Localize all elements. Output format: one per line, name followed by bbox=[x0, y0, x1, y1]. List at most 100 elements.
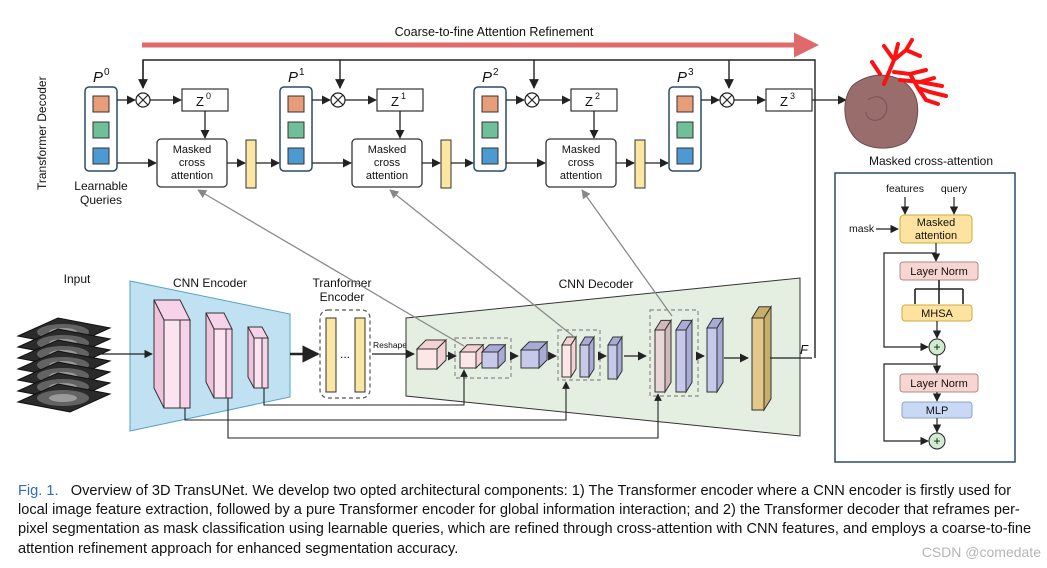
transformer-encoder-label-2: Encoder bbox=[320, 290, 365, 304]
z-index: 2 bbox=[595, 91, 600, 101]
z-box bbox=[765, 88, 813, 112]
decoder-slab-2 bbox=[579, 335, 595, 379]
decoder-slab-3 bbox=[607, 335, 623, 381]
transformer-layer-1 bbox=[325, 317, 337, 393]
reshape-label: Reshape bbox=[373, 340, 407, 350]
input-ct-volume bbox=[16, 317, 112, 413]
queries-label-1: Learnable bbox=[74, 179, 128, 193]
query-set-index: 0 bbox=[104, 67, 110, 78]
skip-connection-3 bbox=[263, 369, 468, 406]
decoder-cube-1 bbox=[415, 338, 448, 371]
query-set-label: P bbox=[288, 69, 298, 86]
decoder-output-slab bbox=[751, 305, 772, 412]
skip-connection-2 bbox=[227, 381, 570, 421]
layer-norm-1-label: Layer Norm bbox=[910, 266, 967, 278]
query-token-0 bbox=[676, 95, 694, 113]
z-box bbox=[376, 88, 424, 112]
svg-text:cross: cross bbox=[179, 157, 206, 169]
cnn-encoder-label: CNN Encoder bbox=[173, 276, 247, 290]
transformer-layer-2 bbox=[354, 317, 366, 393]
encoder-block-2 bbox=[205, 312, 233, 399]
svg-text:attention: attention bbox=[171, 170, 213, 182]
query-set-index: 3 bbox=[688, 67, 694, 78]
input-label: Input bbox=[64, 272, 91, 286]
z-label: Z bbox=[585, 94, 593, 109]
svg-text:attention: attention bbox=[366, 170, 408, 182]
add-node-2-sign: + bbox=[933, 434, 940, 448]
query-token-1 bbox=[287, 121, 305, 139]
query-token-2 bbox=[287, 147, 305, 165]
figure-label: Fig. 1. bbox=[18, 483, 59, 499]
masked-attention-line1: Masked bbox=[917, 217, 956, 229]
decoder-slab-5 bbox=[675, 318, 693, 394]
mhsa-label: MHSA bbox=[921, 308, 953, 320]
transformer-ellipsis: ... bbox=[340, 347, 350, 361]
query-set-label: P bbox=[93, 69, 103, 86]
decoder-cube-3 bbox=[480, 343, 507, 370]
query-set-index: 2 bbox=[493, 67, 499, 78]
decoder-slab-4 bbox=[654, 318, 672, 394]
decoder-slab-6 bbox=[706, 316, 724, 394]
z-box bbox=[570, 88, 618, 112]
multiply-node bbox=[719, 92, 735, 108]
svg-text:cross: cross bbox=[568, 157, 595, 169]
query-token-0 bbox=[481, 95, 499, 113]
svg-text:Masked: Masked bbox=[368, 144, 407, 156]
encoder-block-1 bbox=[153, 299, 191, 409]
skip-connection-1 bbox=[184, 393, 662, 439]
feature-label-F: F bbox=[800, 342, 809, 357]
detail-title: Masked cross-attention bbox=[869, 154, 993, 168]
add-node-2 bbox=[928, 432, 946, 450]
query-update-bar bbox=[634, 139, 646, 189]
transformer-encoder-label-1: Tranformer bbox=[313, 276, 372, 290]
layer-norm-2 bbox=[899, 373, 979, 393]
decoder-cube-4 bbox=[519, 340, 549, 370]
architecture-diagram: Transformer Decoder Coarse-to-fine Atten… bbox=[16, 25, 1016, 463]
z-index: 0 bbox=[206, 91, 211, 101]
queries-label-2: Queries bbox=[80, 193, 122, 207]
mask-label: mask bbox=[849, 223, 875, 235]
query-set-label: P bbox=[677, 69, 687, 86]
figure-caption: Fig. 1. Overview of 3D TransUNet. We dev… bbox=[18, 482, 1038, 559]
svg-text:cross: cross bbox=[374, 157, 401, 169]
query-set-label: P bbox=[482, 69, 492, 86]
multiply-node bbox=[330, 92, 346, 108]
encoder-block-3 bbox=[247, 326, 269, 389]
decoder-concat-box-1 bbox=[454, 337, 512, 379]
attention-feed-2 bbox=[389, 189, 574, 337]
query-token-1 bbox=[676, 121, 694, 139]
layer-norm-2-label: Layer Norm bbox=[910, 378, 967, 390]
query-token-0 bbox=[92, 95, 110, 113]
query-token-1 bbox=[92, 121, 110, 139]
decoder-title: Transformer Decoder bbox=[35, 76, 49, 190]
add-node-1-sign: + bbox=[933, 340, 940, 354]
refinement-label: Coarse-to-fine Attention Refinement bbox=[395, 25, 594, 39]
figure-caption-text: Overview of 3D TransUNet. We develop two… bbox=[18, 483, 1032, 557]
cnn-decoder-label: CNN Decoder bbox=[559, 277, 634, 291]
z-label: Z bbox=[196, 94, 204, 109]
attention-feed-3 bbox=[581, 189, 673, 317]
transformer-encoder-box bbox=[319, 309, 371, 399]
query-token-0 bbox=[287, 95, 305, 113]
query-token-2 bbox=[676, 147, 694, 165]
multiply-node bbox=[135, 92, 151, 108]
query-token-1 bbox=[481, 121, 499, 139]
segmentation-output-image bbox=[844, 38, 948, 149]
watermark: CSDN @comedate bbox=[921, 544, 1041, 560]
decoder-cube-2 bbox=[458, 343, 485, 370]
attention-feed-1 bbox=[197, 189, 465, 347]
query-update-bar bbox=[245, 139, 257, 189]
svg-text:attention: attention bbox=[560, 170, 602, 182]
query-token-2 bbox=[92, 147, 110, 165]
query-label: query bbox=[941, 183, 968, 195]
svg-text:Masked: Masked bbox=[173, 144, 212, 156]
svg-text:Masked: Masked bbox=[562, 144, 601, 156]
features-label: features bbox=[886, 183, 924, 195]
z-index: 3 bbox=[790, 91, 795, 101]
decoder-slab-1 bbox=[561, 335, 577, 379]
